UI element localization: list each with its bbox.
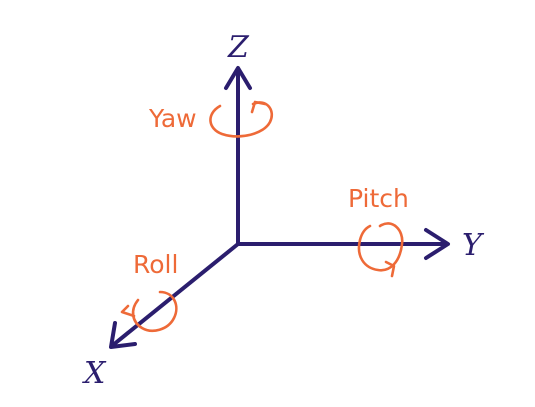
pitch-label: Pitch <box>348 184 409 213</box>
pitch-rotation-arrow <box>357 222 404 272</box>
y-axis-label: Y <box>462 228 485 263</box>
roll-rotation-arrowhead <box>120 304 136 318</box>
roll-label: Roll <box>133 250 178 279</box>
z-axis-label: Z <box>227 30 250 65</box>
axes-group <box>109 66 450 349</box>
yaw-rotation-arrow <box>209 101 274 138</box>
pitch-rotation-arrowhead <box>384 260 396 278</box>
x-axis-line <box>111 242 240 347</box>
x-axis-label: X <box>82 356 107 391</box>
y-axis-arrowhead <box>424 228 450 260</box>
z-axis-arrowhead <box>224 66 252 90</box>
x-axis-arrowhead <box>109 321 137 349</box>
yaw-label: Yaw <box>148 104 197 133</box>
rotations-group <box>120 100 404 332</box>
yaw-rotation-arrowhead <box>250 100 267 114</box>
